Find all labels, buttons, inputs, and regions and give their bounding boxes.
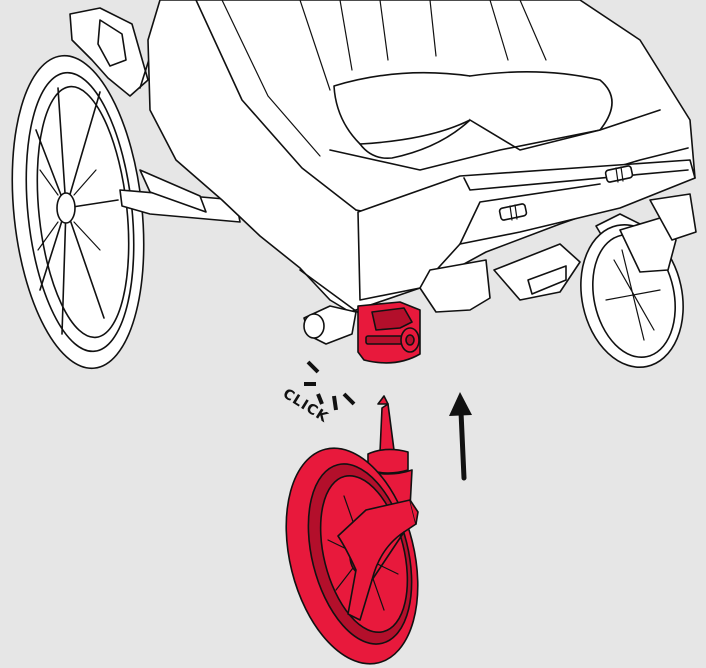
up-arrow [449,392,472,481]
stroller-illustration [11,0,697,370]
frame-bracket [69,7,149,97]
front-wheel-right [580,193,697,368]
underside-block [419,259,491,313]
wheel-fork [337,499,417,621]
slot-center [498,203,528,221]
seat-cushion-right [469,71,613,151]
slot-right [604,165,634,183]
rear-axle-arm [119,189,241,223]
wheel-receiver [357,301,421,364]
click-burst [304,360,356,411]
underside-pedal [493,243,581,301]
axle-brace [139,169,207,213]
swivel-front-wheel [285,395,419,665]
front-bumper [357,159,696,301]
rear-hub-left [56,192,76,224]
rear-wheel-left [11,54,145,370]
